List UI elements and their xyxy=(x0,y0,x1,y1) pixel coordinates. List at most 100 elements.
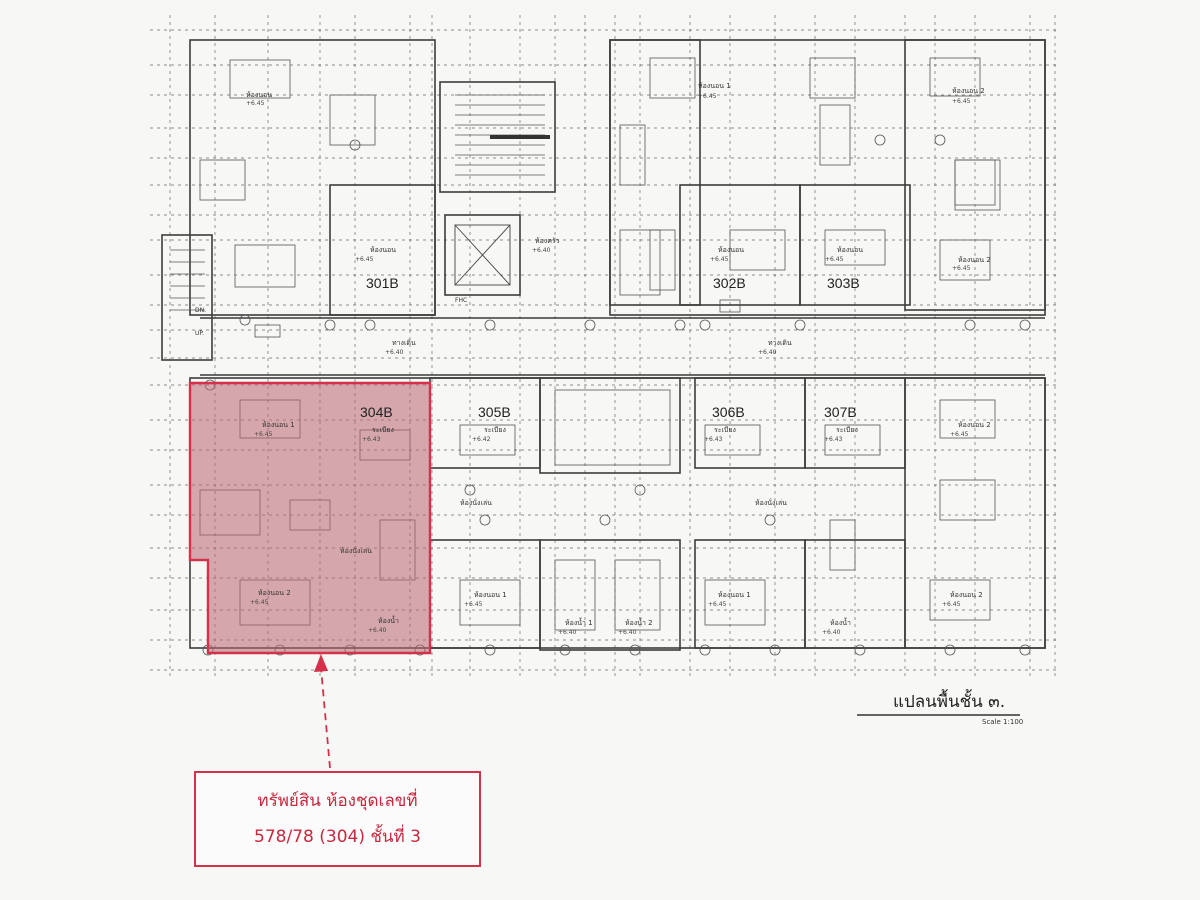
stair-core xyxy=(439,81,556,193)
grid-marker xyxy=(349,139,361,151)
unit-label-305b: 305B xyxy=(478,404,511,420)
fixture-outline xyxy=(929,579,991,621)
room-tag: ห้องนั่งเล่น xyxy=(460,498,492,507)
grid-marker xyxy=(874,134,886,146)
fixture-outline xyxy=(459,579,521,626)
plan-scale: Scale 1:100 xyxy=(982,718,1023,726)
level-tag: +6.43 xyxy=(824,436,843,443)
grid-marker xyxy=(854,644,866,656)
grid-marker xyxy=(629,644,641,656)
unit-303b-outline xyxy=(799,184,911,306)
level-tag: +6.45 xyxy=(952,98,971,105)
fixture-outline xyxy=(649,229,676,291)
grid-marker xyxy=(479,514,491,526)
room-tag: ระเบียง xyxy=(484,426,506,434)
level-tag: +6.45 xyxy=(942,601,961,608)
level-tag: +6.40 xyxy=(558,629,577,636)
room-tag: ห้องนอน xyxy=(370,246,396,254)
grid-marker xyxy=(944,644,956,656)
north-west-wing xyxy=(189,39,436,316)
grid-marker xyxy=(484,319,496,331)
room-tag: ห้องนั่งเล่น xyxy=(755,498,787,507)
unit-304-highlight xyxy=(188,381,432,655)
level-tag: +6.45 xyxy=(246,100,265,107)
room-tag: ห้องนอน 1 xyxy=(474,591,507,599)
room-tag: ห้องนอน 1 xyxy=(698,82,731,90)
callout-line-1: ทรัพย์สิน ห้องชุดเลขที่ xyxy=(257,791,418,811)
south-east-corner xyxy=(904,377,1046,649)
property-callout: ทรัพย์สิน ห้องชุดเลขที่ 578/78 (304) ชั้… xyxy=(194,771,481,867)
room-tag: ห้องนั่งเล่น xyxy=(340,546,372,555)
room-tag: ห้องน้ำ 2 xyxy=(625,616,653,627)
fixture-outline xyxy=(704,579,766,626)
grid-marker xyxy=(764,514,776,526)
room-tag: ห้องนอน 1 xyxy=(262,421,295,429)
level-tag: +6.45 xyxy=(698,93,717,100)
unit-label-307b: 307B xyxy=(824,404,857,420)
grid-marker xyxy=(239,314,251,326)
room-tag: ห้องนอน xyxy=(718,246,744,254)
level-tag: +6.43 xyxy=(704,436,723,443)
room-tag: ระเบียง xyxy=(836,426,858,434)
fixture-outline xyxy=(939,479,996,521)
unit-label-301b: 301B xyxy=(366,275,399,291)
fixture-outline xyxy=(719,299,741,313)
callout-line-2: 578/78 (304) ชั้นที่ 3 xyxy=(254,827,421,847)
unit-label-304b: 304B xyxy=(360,404,393,420)
room-tag: ห้องนอน xyxy=(246,91,272,99)
fixture-outline xyxy=(554,389,671,466)
stair-dn-label: DN. xyxy=(195,307,206,314)
fixture-outline xyxy=(234,244,296,288)
fixture-outline xyxy=(649,57,696,99)
fixture-outline xyxy=(819,104,851,166)
unit-301b-outline xyxy=(329,184,436,316)
grid-marker xyxy=(324,319,336,331)
level-tag: +6.45 xyxy=(825,256,844,263)
grid-marker xyxy=(1019,644,1031,656)
grid-marker xyxy=(699,644,711,656)
room-tags: ห้องนอน +6.45 ห้องนอน 1 +6.45 ห้องนอน 2 … xyxy=(246,82,991,636)
level-tag: +6.40 xyxy=(758,349,777,356)
grid-marker xyxy=(599,514,611,526)
unit-label-306b: 306B xyxy=(712,404,745,420)
callout-arrow-head xyxy=(314,654,328,672)
room-tag: ห้องนอน 2 xyxy=(950,591,983,599)
level-tag: +6.45 xyxy=(952,265,971,272)
unit-306b-outline xyxy=(694,377,806,469)
lift-shaft-cross xyxy=(454,224,511,286)
misc-labels: DN. UP. FHC xyxy=(195,297,467,337)
room-tag: ห้องน้ำ xyxy=(830,616,851,627)
north-east-corner xyxy=(904,39,1046,311)
grid-marker xyxy=(769,644,781,656)
fixture-outline xyxy=(254,324,281,338)
grid-marker xyxy=(934,134,946,146)
level-tag: +6.42 xyxy=(472,436,491,443)
fixture-outline xyxy=(619,124,646,186)
fixture-outline xyxy=(704,424,761,456)
level-tag: +6.43 xyxy=(362,436,381,443)
room-tag: ทางเดิน xyxy=(768,339,792,347)
fixture-outline xyxy=(824,229,886,266)
west-stair xyxy=(161,234,213,361)
grid-marker xyxy=(1019,319,1031,331)
stair-treads xyxy=(170,94,550,311)
fixture-outline xyxy=(459,424,516,456)
level-tag: +6.40 xyxy=(822,629,841,636)
level-tag: +6.40 xyxy=(532,247,551,254)
fixture-outline xyxy=(729,229,786,271)
toilet-block xyxy=(539,377,681,474)
grid-lines xyxy=(150,15,1060,680)
unit-labels: 301B 302B 303B 304B 305B 306B 307B xyxy=(360,275,860,420)
level-tag: +6.45 xyxy=(254,431,273,438)
fhc-label: FHC xyxy=(455,297,467,304)
room-tag: ระเบียง xyxy=(714,426,736,434)
grid-marker xyxy=(584,319,596,331)
lift-core xyxy=(444,214,521,296)
fixture-outline xyxy=(939,399,996,439)
grid-marker xyxy=(559,644,571,656)
unit-label-302b: 302B xyxy=(713,275,746,291)
fixture-outline xyxy=(554,559,596,631)
fixture-outline xyxy=(939,239,991,281)
room-tag: ห้องนอน 2 xyxy=(952,87,985,95)
